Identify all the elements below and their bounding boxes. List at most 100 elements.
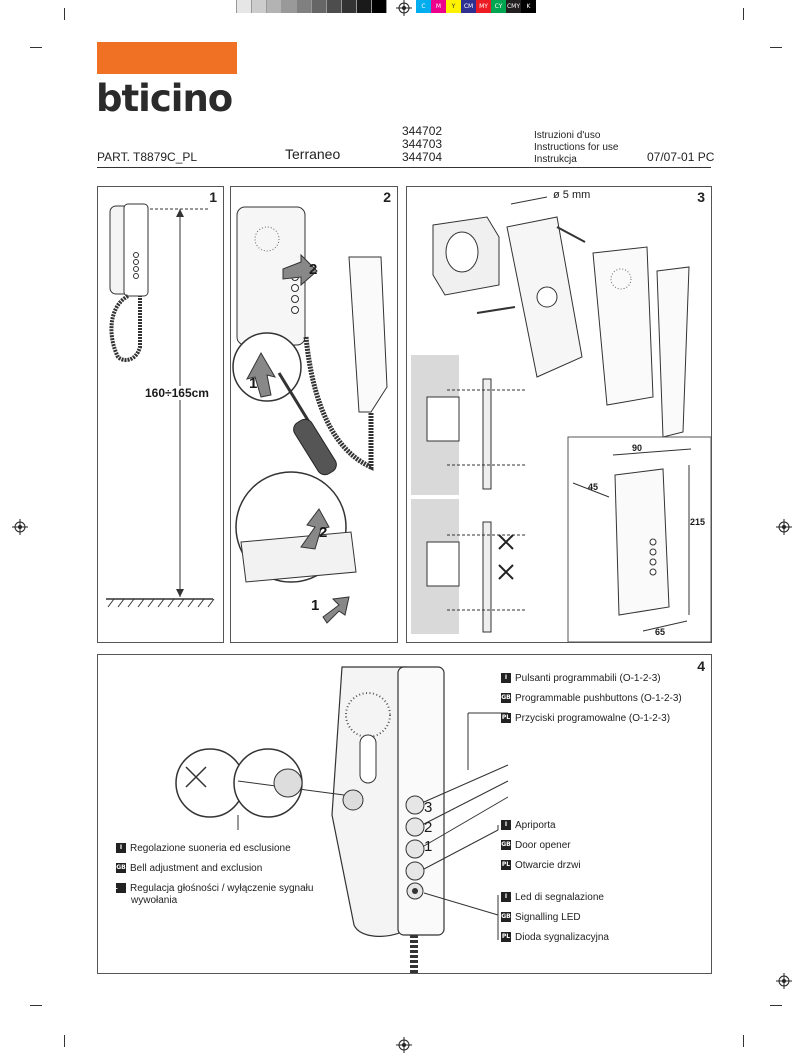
product-code: 344704 [402, 150, 443, 164]
panel-number: 3 [697, 189, 705, 205]
crop-mark [64, 1035, 65, 1047]
registration-mark-icon [776, 973, 792, 989]
callout-door-gb: GB Door opener [501, 840, 571, 852]
color-swatch: CM [461, 0, 476, 13]
part-number: PART. T8879C_PL [97, 150, 198, 164]
panel-3: 3 ø 5 mm [406, 186, 712, 643]
crop-mark [743, 8, 744, 20]
callout-led-pl: PL Dioda sygnalizacyjna [501, 932, 609, 944]
gray-swatch [237, 0, 252, 13]
handset-controls-illustration [175, 666, 509, 973]
crop-mark [770, 1005, 782, 1006]
language-flag-icon: PL [501, 713, 511, 724]
callout-door-it: I Apriporta [501, 820, 556, 832]
color-swatch: Y [446, 0, 461, 13]
callout-bell-gb: GB Bell adjustment and exclusion [116, 863, 262, 875]
callout-text: Regulacja głośności / wyłączenie sygnału… [130, 883, 314, 906]
registration-mark-icon [396, 1037, 412, 1053]
crop-mark [770, 47, 782, 48]
button-label: 3 [424, 799, 433, 816]
instructions-label: Instructions for use [534, 142, 619, 153]
gray-swatch [252, 0, 267, 13]
dimension-depth: 45 [588, 482, 599, 492]
callout-led-gb: GB Signalling LED [501, 912, 581, 924]
dimension-base: 65 [655, 627, 666, 637]
callout-text: Dioda sygnalizacyjna [515, 932, 609, 943]
button-label: 1 [424, 838, 433, 855]
panel-number: 4 [697, 658, 705, 674]
panel-number: 1 [209, 189, 217, 205]
brand-color-bar [97, 42, 237, 74]
callout-text: Bell adjustment and exclusion [130, 863, 263, 874]
color-swatch: M [431, 0, 446, 13]
callout-text: Apriporta [515, 820, 556, 831]
handset-opening-illustration [232, 206, 388, 624]
instructions-label: Istruzioni d'uso [534, 130, 601, 141]
product-code: 344702 [402, 124, 443, 138]
color-swatch: MY [476, 0, 491, 13]
language-flag-icon: GB [501, 693, 511, 704]
color-swatch: C [416, 0, 431, 13]
dimension-width: 90 [632, 443, 643, 453]
header-rule [97, 167, 711, 168]
crop-mark [30, 47, 42, 48]
button-label: 2 [424, 819, 433, 836]
product-name: Terraneo [285, 146, 341, 162]
gray-swatch [222, 0, 237, 13]
gray-swatch [312, 0, 327, 13]
gray-swatch [267, 0, 282, 13]
language-flag-icon: GB [501, 912, 511, 923]
wall-height-illustration [106, 203, 215, 608]
callout-text: Otwarcie drzwi [515, 860, 581, 871]
callout-bell-it: I Regolazione suoneria ed esclusione [116, 843, 291, 855]
crop-mark [30, 1005, 42, 1006]
language-flag-icon: PL [501, 860, 511, 871]
callout-text: Pulsanti programmabili (O-1-2-3) [515, 673, 661, 684]
step-label: 1 [311, 597, 320, 614]
language-flag-icon: I [116, 843, 126, 854]
panel-1: 1 160÷165cm [97, 186, 224, 643]
language-flag-icon: PL [501, 932, 511, 943]
color-swatch: K [521, 0, 536, 13]
language-flag-icon: I [501, 820, 511, 831]
callout-bell-pl: PL Regulacja głośności / wyłączenie sygna… [109, 883, 331, 907]
language-flag-icon: I [501, 673, 511, 684]
gray-swatch [372, 0, 387, 13]
dimension-height: 215 [690, 517, 706, 527]
callout-pushbuttons-it: I Pulsanti programmabili (O-1-2-3) [501, 673, 661, 685]
crop-mark [743, 1035, 744, 1047]
document-date: 07/07-01 PC [647, 150, 715, 164]
callout-text: Signalling LED [515, 912, 581, 923]
drill-diameter-label: ø 5 mm [553, 189, 591, 201]
language-flag-icon: PL [109, 883, 126, 894]
gray-swatch [282, 0, 297, 13]
callout-text: Door opener [515, 840, 571, 851]
registration-mark-icon [776, 519, 792, 535]
registration-mark-icon [396, 0, 412, 16]
gray-swatch [327, 0, 342, 13]
step-label: 2 [309, 261, 318, 278]
color-swatch: CY [491, 0, 506, 13]
step-label: 1 [249, 375, 258, 392]
callout-text: Przyciski programowalne (O-1-2-3) [515, 713, 671, 724]
callout-text: Regolazione suoneria ed esclusione [130, 843, 291, 854]
registration-mark-icon [12, 519, 28, 535]
mounting-height-label: 160÷165cm [143, 386, 211, 400]
brand-logo: bticino [96, 77, 233, 120]
language-flag-icon: GB [501, 840, 511, 851]
wall-mounting-illustration [411, 196, 712, 643]
language-flag-icon: GB [116, 863, 126, 874]
gray-swatch [342, 0, 357, 13]
callout-door-pl: PL Otwarcie drzwi [501, 860, 581, 872]
panel-2: 2 2 1 2 1 [230, 186, 398, 643]
instructions-label: Instrukcja [534, 154, 577, 165]
crop-mark [64, 8, 65, 20]
callout-text: Led di segnalazione [515, 892, 604, 903]
step-label: 2 [319, 524, 328, 541]
language-flag-icon: I [501, 892, 511, 903]
gray-calibration-bar [222, 0, 387, 13]
panel-number: 2 [383, 189, 391, 205]
